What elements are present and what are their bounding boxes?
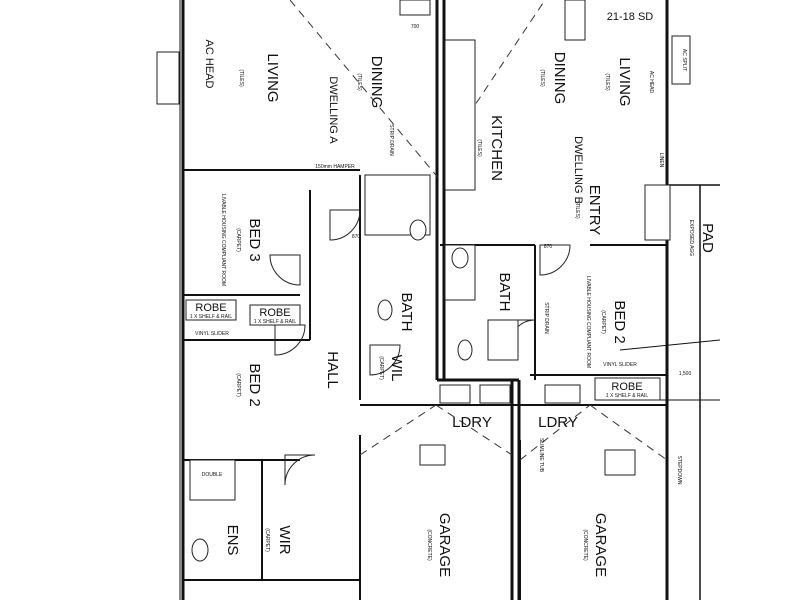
dwelling-b-step-down: STEPDOWN xyxy=(676,456,682,485)
dwelling-a-wil: WIL xyxy=(388,355,405,382)
dwelling-b-garage-finish: (CONCRETE) xyxy=(582,529,588,561)
dwelling-b-bed2: BED 2 xyxy=(611,300,628,343)
dwelling-a-wir: WIR xyxy=(276,525,293,554)
dwelling-b-ac-split: AC SPLIT xyxy=(681,49,687,71)
dwelling-b-bed2-note: LIVABLE HOUSING COMPLIANT ROOM xyxy=(585,276,591,368)
dwelling-b-bed2-finish: (CARPET) xyxy=(600,310,606,334)
dwelling-a-dining: DINING xyxy=(368,56,385,109)
dim-870a: 870 xyxy=(352,234,361,240)
dwelling-a-ens: ENS xyxy=(224,525,241,556)
dwelling-a-slider: VINYL SLIDER xyxy=(195,331,229,337)
dim-1500: 1,500 xyxy=(679,371,692,377)
dwelling-b-tub: SLIMLINE TUB xyxy=(538,438,544,473)
dwelling-a-robe1-label: ROBE xyxy=(195,302,226,314)
outer-walls xyxy=(179,0,721,600)
dwelling-a-robe2-label: ROBE xyxy=(259,307,290,319)
dwelling-a-robe1: ROBE 1 X SHELF & RAIL xyxy=(185,299,237,321)
dwelling-b-garage: GARAGE xyxy=(592,513,609,577)
dwelling-b-dining-finish: (TILES) xyxy=(539,69,545,87)
dwelling-a-ac-head: AC HEAD xyxy=(203,40,215,89)
dwelling-b-robe-note: 1 X SHELF & RAIL xyxy=(606,393,648,399)
dwelling-b-entry-finish: (TILES) xyxy=(574,201,580,219)
dwelling-b-robe-label: ROBE xyxy=(611,381,642,393)
dwelling-a-robe2: ROBE 1 X SHELF & RAIL xyxy=(249,304,301,326)
dwelling-a-living: LIVING xyxy=(264,53,281,102)
dwelling-a-name: DWELLING A xyxy=(327,76,339,144)
dwelling-a-bed3-finish: (CARPET) xyxy=(235,228,241,252)
dwelling-b-strip-drain: STRIP DRAIN xyxy=(543,302,549,334)
dwelling-a-ldry: LDRY xyxy=(452,414,492,431)
dwelling-a-bed2: BED 2 xyxy=(246,363,263,406)
dwelling-b-living-finish: (TILES) xyxy=(604,73,610,91)
dwelling-a-bath: BATH xyxy=(398,293,415,332)
dwelling-a-living-finish: (TILES) xyxy=(238,69,244,87)
dwelling-b-pad: PAD xyxy=(699,223,716,253)
dim-870b: 870 xyxy=(544,244,553,250)
dwelling-b-pad-note: EXPOSED AGG xyxy=(688,220,694,257)
dwelling-a-dining-finish: (TILES) xyxy=(356,73,362,91)
dwelling-b-living: LIVING xyxy=(616,57,633,106)
dwelling-a-wil-finish: (CARPET) xyxy=(378,356,384,380)
dwelling-a-garage-finish: (CONCRETE) xyxy=(426,529,432,561)
dwelling-a-strip-drain: STRIP DRAIN xyxy=(388,124,394,156)
dwelling-b-entry: ENTRY xyxy=(586,185,603,236)
dwelling-a-double: DOUBLE xyxy=(202,472,223,478)
dwelling-b-ldry: LDRY xyxy=(538,414,578,431)
dwelling-a-hamper: 150mm HAMPER xyxy=(315,164,355,170)
dwelling-b-robe: ROBE 1 X SHELF & RAIL xyxy=(594,377,661,401)
dwelling-a-robe1-note: 1 X SHELF & RAIL xyxy=(190,314,232,320)
dim-700: 700 xyxy=(411,24,420,30)
dwelling-b-slider: VINYL SLIDER xyxy=(603,362,637,368)
dwelling-a-bed3: BED 3 xyxy=(246,218,263,261)
party-wall xyxy=(435,0,521,600)
dwelling-a-hall: HALL xyxy=(324,351,341,389)
dwelling-a-garage: GARAGE xyxy=(436,513,453,577)
dwelling-b-kitchen: KITCHEN xyxy=(488,115,505,181)
dwelling-b-dining: DINING xyxy=(551,52,568,105)
dwelling-b-bath: BATH xyxy=(496,273,513,312)
top-label: 21-18 SD xyxy=(607,11,654,23)
fixtures xyxy=(156,0,691,562)
dwelling-b-name: DWELLING B xyxy=(572,136,584,204)
dwelling-a-wir-finish: (CARPET) xyxy=(264,528,270,552)
dwelling-b-kitchen-finish: (TILES) xyxy=(476,139,482,157)
dwelling-a-bed3-note: LIVABLE HOUSING COMPLIANT ROOM xyxy=(220,194,226,286)
dwelling-a-robe2-note: 1 X SHELF & RAIL xyxy=(254,319,296,325)
dwelling-b-linen: LINEN xyxy=(658,153,664,168)
dwelling-b-ac-head: AC HEAD xyxy=(648,71,654,94)
dwelling-a-bed2-finish: (CARPET) xyxy=(235,373,241,397)
